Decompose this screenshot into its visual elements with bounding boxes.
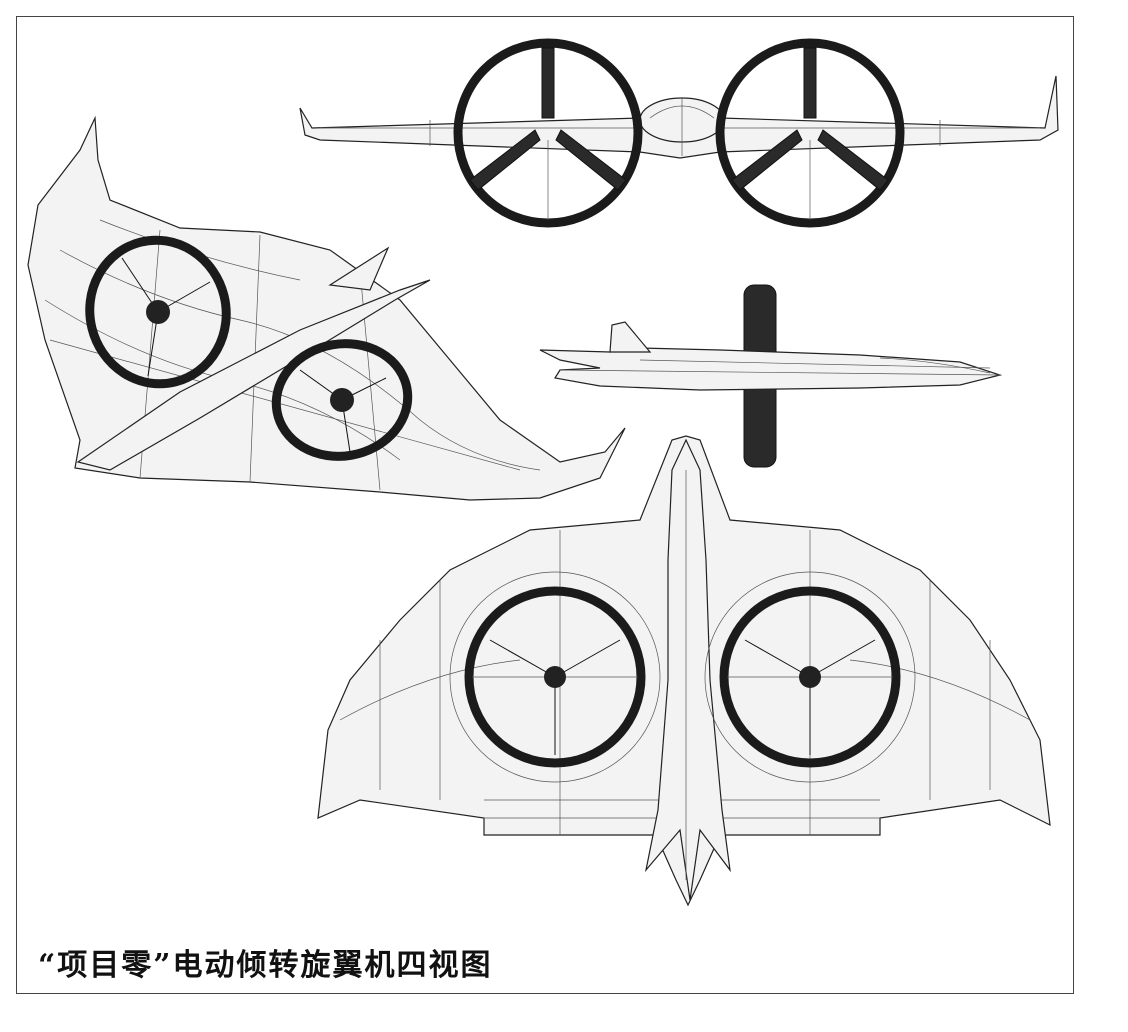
side-view: [539, 284, 1003, 468]
figure-caption: “项目零”电动倾转旋翼机四视图: [38, 948, 493, 983]
top-view: [317, 435, 1051, 907]
isometric-view: [27, 115, 626, 501]
front-view: [299, 38, 1059, 228]
